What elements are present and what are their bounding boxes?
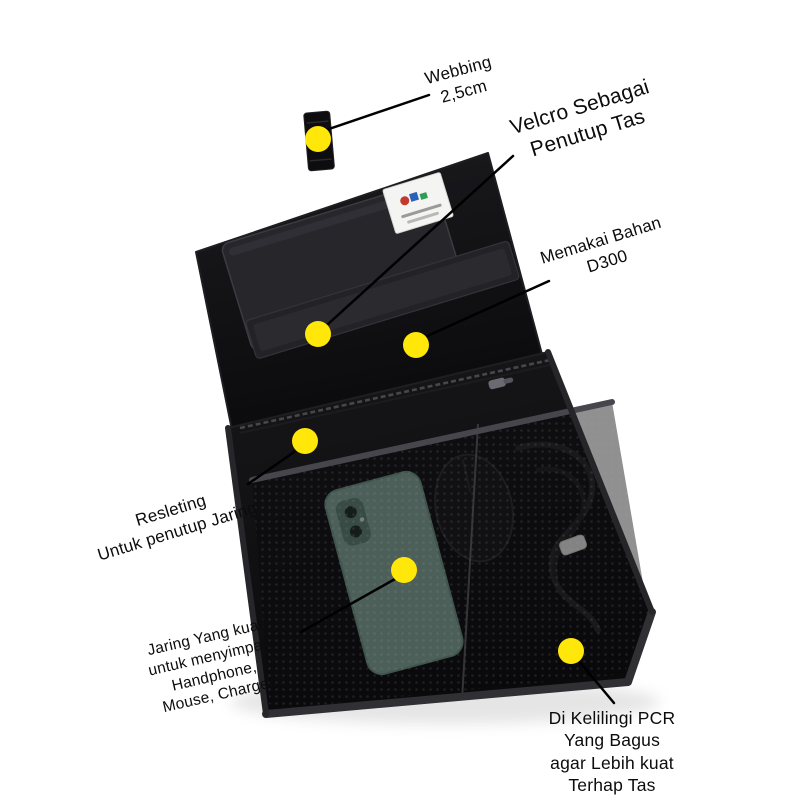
callout-dot-zipper [292,428,318,454]
callout-line-material [423,279,551,339]
callout-dot-webbing [305,126,331,152]
callout-dot-mesh [391,557,417,583]
callout-dot-material [403,332,429,358]
callout-dot-pcr [558,638,584,664]
annotation-label-pcr: Di Kelilingi PCR Yang Bagus agar Lebih k… [548,708,676,796]
zipper [239,358,551,434]
callout-line-mesh [299,577,397,634]
pcr-edge-binding [225,349,656,718]
brand-card [382,172,454,234]
callout-line-webbing [324,93,431,132]
callout-dots [292,126,584,664]
mesh-pocket [249,399,648,710]
mesh-elastic-edge [249,399,615,483]
mesh-divider-seam [461,423,479,701]
callout-lines [246,93,616,705]
callout-line-pcr [576,658,616,705]
brand-logo [400,191,442,224]
callout-line-zipper [246,448,299,486]
callout-dot-velcro [305,321,331,347]
zipper-pull [488,377,514,390]
callout-line-velcro [325,154,515,327]
